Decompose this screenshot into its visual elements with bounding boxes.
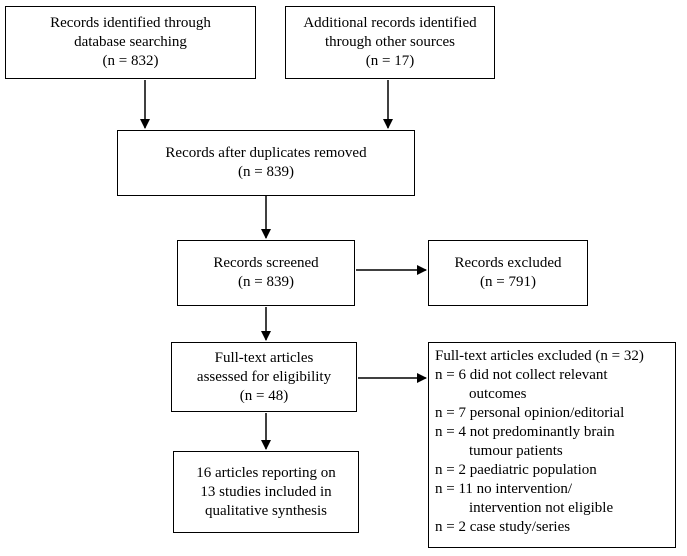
exclusion-reason: n = 2 paediatric population (435, 462, 597, 478)
box-line: Additional records identified (303, 15, 477, 31)
box-line: 16 articles reporting on (196, 464, 336, 481)
box-line: qualitative synthesis (204, 502, 328, 519)
box-line: (n = 832) (102, 53, 159, 69)
box-line: Records screened (213, 255, 319, 271)
exclusion-reason: n = 7 personal opinion/editorial (435, 405, 625, 421)
box-fulltext-excluded: Full-text articles excluded (n = 32) n =… (428, 342, 676, 548)
box-after-duplicates-removed: Records after duplicates removed (n = 83… (117, 130, 415, 196)
box-line: (n = 17) (365, 53, 415, 69)
exclusion-reason: n = 11 no intervention/ (435, 481, 573, 497)
box-line: Records identified through (50, 15, 211, 31)
box-line: database searching (74, 34, 187, 50)
fulltext-excluded-title: Full-text articles excluded (n = 32) (435, 348, 644, 364)
box-line: (n = 839) (238, 164, 294, 180)
box-identified-other-sources: Additional records identified through ot… (285, 6, 495, 79)
exclusion-reason: n = 4 not predominantly brain (435, 424, 615, 440)
box-line: (n = 839) (238, 274, 294, 290)
box-fulltext-assessed: Full-text articles assessed for eligibil… (171, 342, 357, 412)
box-line: (n = 48) (239, 387, 289, 404)
exclusion-reason-continued: intervention not eligible (469, 500, 614, 516)
box-line: 13 studies included in (200, 483, 332, 500)
box-line: assessed for eligibility (196, 368, 332, 385)
box-line: Records after duplicates removed (165, 145, 367, 161)
box-studies-included: 16 articles reporting on 13 studies incl… (173, 451, 359, 533)
box-records-excluded: Records excluded (n = 791) (428, 240, 588, 306)
box-line: Full-text articles (214, 349, 314, 366)
box-identified-database: Records identified through database sear… (5, 6, 256, 79)
exclusion-reason: n = 6 did not collect relevant (435, 367, 608, 383)
exclusion-reason-continued: tumour patients (469, 443, 563, 459)
box-line: (n = 791) (480, 274, 536, 290)
box-line: Records excluded (454, 255, 562, 271)
box-line: through other sources (325, 34, 455, 50)
box-records-screened: Records screened (n = 839) (177, 240, 355, 306)
exclusion-reason-continued: outcomes (469, 386, 527, 402)
exclusion-reason: n = 2 case study/series (435, 519, 571, 535)
